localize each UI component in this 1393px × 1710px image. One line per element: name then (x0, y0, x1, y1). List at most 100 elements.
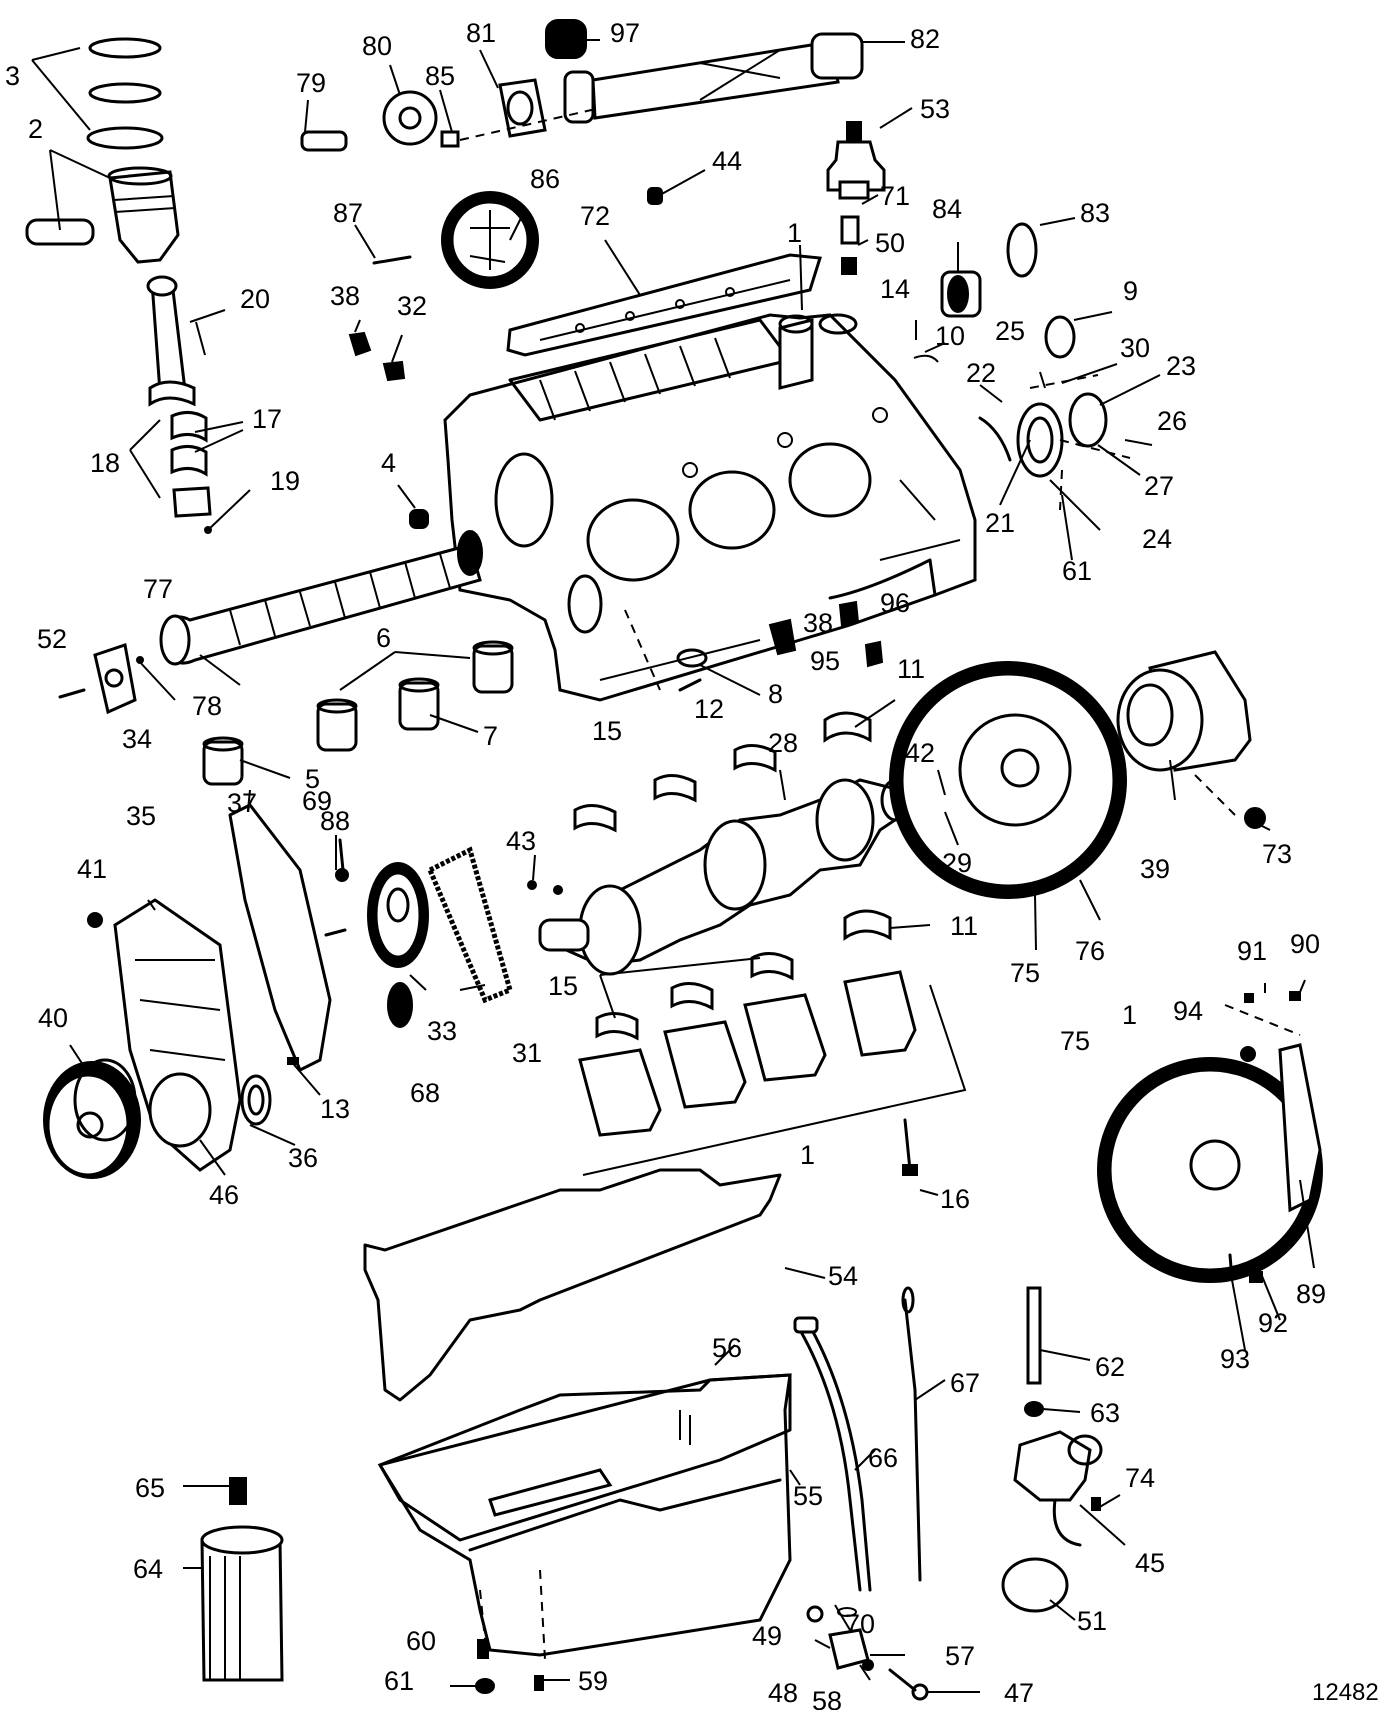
callout-96: 96 (880, 588, 910, 618)
callout-35: 35 (126, 801, 156, 831)
main-cap-bolt (902, 1118, 918, 1176)
callout-54: 54 (828, 1261, 858, 1291)
callout-3: 3 (5, 61, 20, 91)
callout-87: 87 (333, 198, 363, 228)
rear-seals (940, 222, 1076, 359)
callout-38: 38 (330, 281, 360, 311)
callout-71: 71 (880, 181, 910, 211)
drain-fittings (806, 1605, 929, 1701)
cam-bearings (202, 640, 514, 786)
callout-20: 20 (240, 284, 270, 314)
callout-41: 41 (77, 854, 107, 884)
callout-8: 8 (768, 679, 783, 709)
rear-main-seal-retainer (978, 374, 1131, 511)
callout-95: 95 (810, 646, 840, 676)
callout-45: 45 (1135, 1548, 1165, 1578)
front-cover-gasket (228, 803, 332, 1072)
callout-1: 1 (1122, 1000, 1137, 1030)
callout-97: 97 (610, 18, 640, 48)
callout-60: 60 (406, 1626, 436, 1656)
block-plugs (624, 600, 884, 692)
callout-58: 58 (812, 1686, 842, 1710)
cam-drive-parts (300, 90, 460, 152)
crankshaft (538, 778, 912, 976)
callout-5: 5 (305, 764, 320, 794)
figure-number: 12482 (1312, 1679, 1379, 1706)
callout-25: 25 (995, 316, 1025, 346)
callout-1: 1 (787, 218, 802, 248)
main-bearing-caps (578, 970, 967, 1176)
callout-19: 19 (270, 466, 300, 496)
callout-44: 44 (712, 146, 742, 176)
callout-26: 26 (1157, 406, 1187, 436)
callout-18: 18 (90, 448, 120, 478)
main-bearings (573, 711, 892, 1041)
callout-93: 93 (1220, 1344, 1250, 1374)
small-fasteners-top (348, 255, 939, 382)
oil-pan-gasket (363, 1168, 782, 1402)
callout-70: 70 (845, 1609, 875, 1639)
callout-28: 28 (768, 728, 798, 758)
leader-lines (31, 39, 1315, 1693)
valley-plate (506, 253, 822, 357)
callout-16: 16 (940, 1184, 970, 1214)
oil-filter (200, 1477, 284, 1682)
camshaft-thrust-plate (58, 643, 144, 715)
callout-67: 67 (950, 1368, 980, 1398)
callout-11: 11 (897, 654, 925, 684)
callout-33: 33 (427, 1016, 457, 1046)
callout-52: 52 (37, 624, 67, 654)
callout-10: 10 (935, 321, 965, 351)
callout-37: 37 (227, 788, 257, 818)
callout-14: 14 (880, 274, 910, 304)
callout-63: 63 (1090, 1398, 1120, 1428)
callout-92: 92 (1258, 1308, 1288, 1338)
camshaft-gear (441, 191, 539, 289)
oil-gallery-plug (647, 187, 663, 205)
callout-40: 40 (38, 1003, 68, 1033)
callout-73: 73 (1262, 839, 1292, 869)
lifter (409, 509, 429, 529)
callout-94: 94 (1173, 996, 1203, 1026)
callout-66: 66 (868, 1443, 898, 1473)
callout-9: 9 (1123, 276, 1138, 306)
callout-77: 77 (143, 574, 173, 604)
timing-pointer-parts (324, 838, 349, 937)
callout-6: 6 (376, 623, 391, 653)
piston-rings (86, 37, 164, 150)
callout-43: 43 (506, 826, 536, 856)
callout-42: 42 (905, 738, 935, 768)
callout-2: 2 (28, 114, 43, 144)
callout-27: 27 (1144, 471, 1174, 501)
callout-7: 7 (483, 721, 498, 751)
callout-30: 30 (1120, 333, 1150, 363)
callout-75: 75 (1060, 1026, 1090, 1056)
callout-62: 62 (1095, 1352, 1125, 1382)
callout-65: 65 (135, 1473, 165, 1503)
callout-82: 82 (910, 24, 940, 54)
callout-75: 75 (1010, 958, 1040, 988)
oil-pan (377, 1373, 792, 1657)
callout-1: 1 (800, 1140, 815, 1170)
connecting-rod (146, 275, 212, 534)
callout-86: 86 (530, 164, 560, 194)
callout-13: 13 (320, 1094, 350, 1124)
callout-15: 15 (548, 971, 578, 1001)
callout-labels: 1 1 1 2 3 4 5 6 7 8 9 10 11 11 12 13 14 … (5, 18, 1379, 1710)
callout-84: 84 (932, 194, 962, 224)
piston (25, 166, 180, 264)
callout-61: 61 (1062, 556, 1092, 586)
flywheel (889, 661, 1127, 899)
callout-78: 78 (192, 691, 222, 721)
callout-12: 12 (694, 694, 724, 724)
callout-46: 46 (209, 1180, 239, 1210)
callout-88: 88 (320, 806, 350, 836)
oil-pressure-sender (826, 121, 886, 275)
callout-21: 21 (985, 508, 1015, 538)
callout-11: 11 (950, 911, 978, 941)
callout-90: 90 (1290, 929, 1320, 959)
callout-17: 17 (252, 404, 282, 434)
callout-48: 48 (768, 1678, 798, 1708)
callout-38: 38 (803, 608, 833, 638)
callout-22: 22 (966, 358, 996, 388)
